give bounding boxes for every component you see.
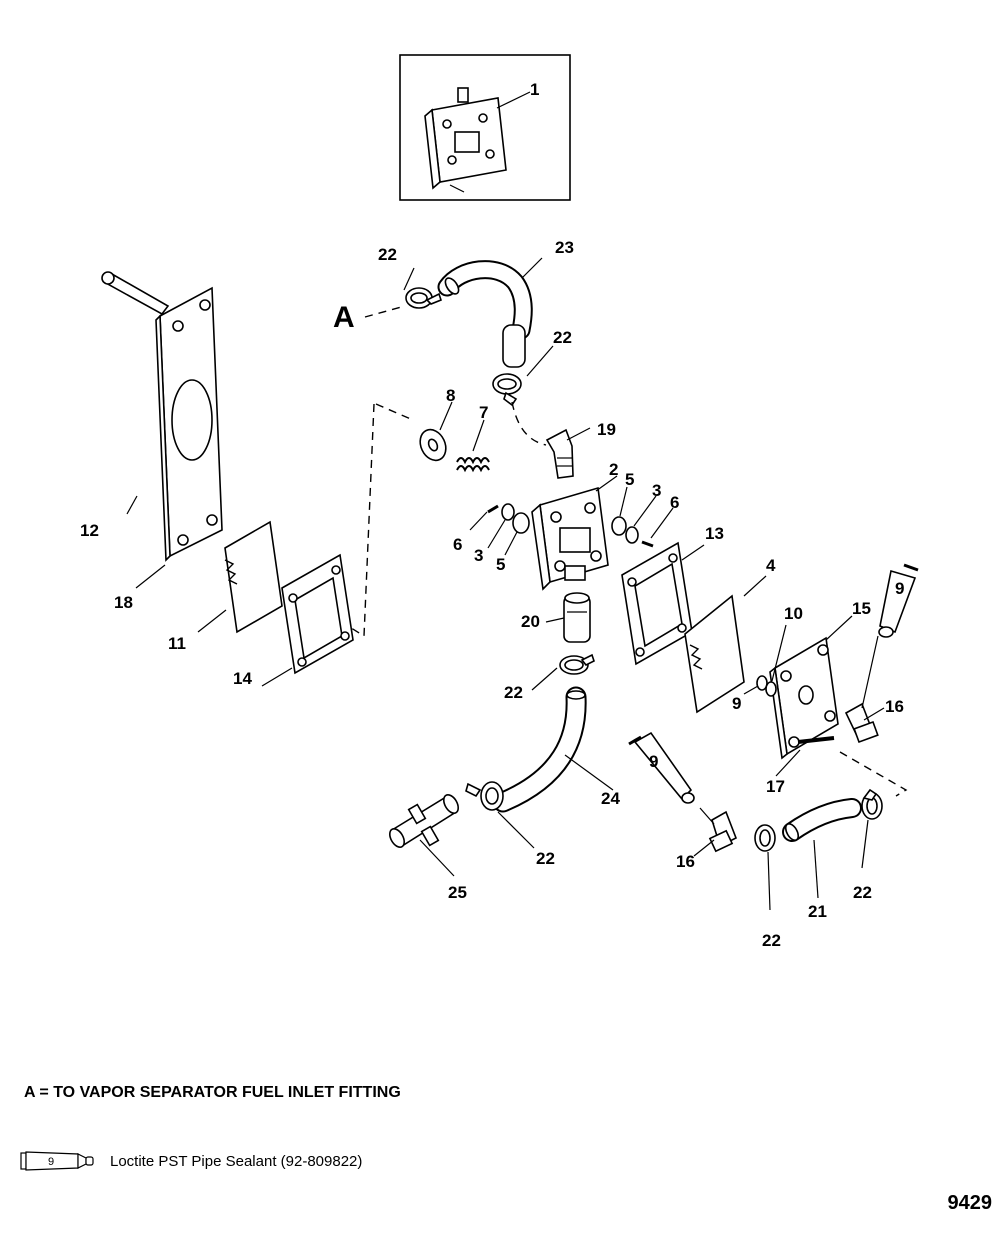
sealant-legend-text: Loctite PST Pipe Sealant (92-809822) (110, 1152, 363, 1170)
elbow-fitting-16-lower (693, 807, 738, 857)
callout-5: 5 (496, 555, 505, 574)
gasket-14 (261, 553, 354, 687)
callout-21: 21 (808, 902, 827, 921)
screw-17 (775, 736, 835, 777)
pump-body-2 (531, 475, 618, 591)
diaphragm-4 (684, 575, 767, 714)
lower-hose-24 (492, 686, 614, 813)
upper-hose-23 (437, 260, 533, 368)
hose-clamp-22-left-21 (754, 824, 776, 911)
small-parts-left (469, 503, 530, 556)
spring-7 (456, 419, 490, 473)
pin-12 (101, 271, 170, 515)
end-cover-18 (135, 286, 223, 589)
callout-13: 13 (705, 524, 724, 543)
small-parts-right (611, 486, 674, 548)
sealant-legend: 9 Loctite PST Pipe Sealant (92-809822) (20, 1150, 362, 1172)
callout-5: 5 (625, 470, 634, 489)
callout-4: 4 (766, 556, 776, 575)
callout-16: 16 (885, 697, 904, 716)
short-hose-21 (782, 798, 862, 899)
footnote-reference-a: A = TO VAPOR SEPARATOR FUEL INLET FITTIN… (24, 1084, 401, 1101)
hose-clamp-22-bottom (465, 781, 535, 849)
callout-11: 11 (168, 634, 186, 653)
sealant-tube-9-right (878, 563, 919, 638)
callout-14: 14 (233, 669, 252, 688)
callout-3: 3 (652, 481, 661, 500)
callout-6: 6 (670, 493, 679, 512)
fitting-20 (545, 592, 591, 643)
callout-12: 12 (80, 521, 99, 540)
callout-3: 3 (474, 546, 483, 565)
callout-22: 22 (378, 245, 397, 264)
callout-9: 9 (895, 579, 904, 598)
callout-16: 16 (676, 852, 695, 871)
sealant-tube-number: 9 (48, 1156, 54, 1168)
callout-22: 22 (504, 683, 523, 702)
assembly-inset (399, 54, 571, 201)
tee-fitting-25 (388, 794, 460, 877)
callout-9: 9 (649, 752, 658, 771)
hose-clamp-22-right-21 (861, 788, 883, 869)
callout-22: 22 (853, 883, 872, 902)
callout-15: 15 (852, 599, 871, 618)
callout-9: 9 (732, 694, 741, 713)
valve-parts-9-10 (743, 624, 787, 697)
assembled-fuel-pump (424, 87, 507, 193)
figure-number: 9429 (947, 1192, 993, 1214)
callout-2: 2 (609, 460, 618, 479)
pump-cover-15 (769, 615, 853, 760)
diaphragm-11 (197, 520, 283, 634)
callout-20: 20 (521, 612, 540, 631)
callout-22: 22 (536, 849, 555, 868)
callout-24: 24 (601, 789, 620, 808)
callout-18: 18 (114, 593, 133, 612)
callout-23: 23 (555, 238, 574, 257)
hose-clamp-22-mid (492, 373, 522, 407)
gasket-13 (621, 541, 705, 666)
hose-clamp-22-lower (531, 653, 595, 691)
callout-25: 25 (448, 883, 467, 902)
sealant-tube-icon: 9 (20, 1151, 94, 1171)
callout-8: 8 (446, 386, 455, 405)
callout-22: 22 (553, 328, 572, 347)
callout-17: 17 (766, 777, 785, 796)
callout-22: 22 (762, 931, 781, 950)
callout-10: 10 (784, 604, 803, 623)
callout-1: 1 (530, 80, 539, 99)
callout-19: 19 (597, 420, 616, 439)
callout-labels: A 1 22 23 22 8 7 19 2 5 3 6 12 18 11 14 … (80, 80, 904, 950)
elbow-fitting-19 (545, 427, 591, 479)
check-disc-8 (419, 401, 453, 462)
callout-7: 7 (479, 403, 488, 422)
hose-clamp-22-top (405, 287, 442, 309)
elbow-fitting-16-right (844, 635, 885, 744)
callout-6: 6 (453, 535, 462, 554)
callout-a: A (333, 301, 355, 334)
sealant-tube-9-lower (628, 731, 695, 804)
